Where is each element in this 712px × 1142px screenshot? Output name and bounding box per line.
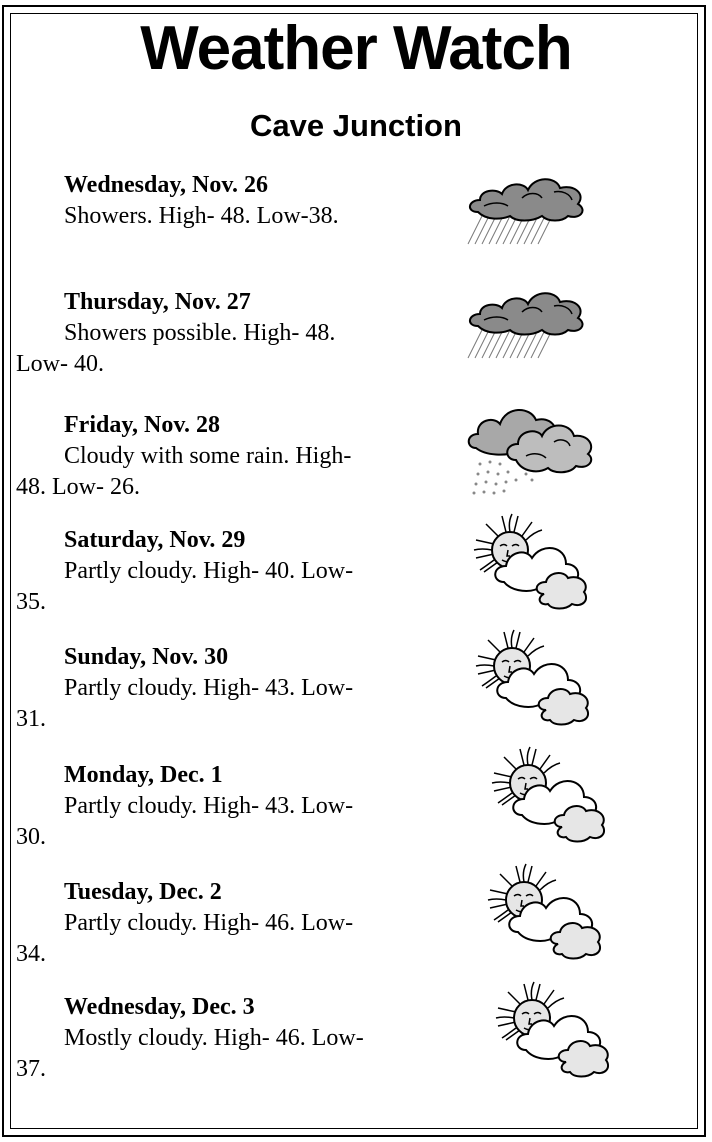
forecast-day: Tuesday, Dec. 2 bbox=[64, 879, 222, 905]
forecast-description: Showers. High- 48. Low-38. bbox=[64, 203, 339, 229]
page-inner-border bbox=[10, 13, 698, 1129]
showers-icon bbox=[462, 282, 592, 362]
forecast-entry: Tuesday, Dec. 2 Partly cloudy. High- 46.… bbox=[16, 877, 416, 970]
forecast-description: Partly cloudy. High- 43. Low- 31. bbox=[16, 675, 354, 732]
forecast-day: Wednesday, Dec. 3 bbox=[64, 994, 255, 1020]
forecast-entry: Thursday, Nov. 27 Showers possible. High… bbox=[16, 287, 416, 380]
forecast-day: Monday, Dec. 1 bbox=[64, 762, 223, 788]
forecast-description: Partly cloudy. High- 43. Low- 30. bbox=[16, 793, 354, 850]
forecast-day: Friday, Nov. 28 bbox=[64, 412, 221, 438]
forecast-description: Cloudy with some rain. High- 48. Low- 26… bbox=[16, 443, 352, 500]
partly-cloudy-icon bbox=[490, 745, 614, 845]
forecast-description: Mostly cloudy. High- 46. Low- 37. bbox=[16, 1025, 364, 1082]
forecast-entry: Saturday, Nov. 29 Partly cloudy. High- 4… bbox=[16, 525, 416, 618]
partly-cloudy-icon bbox=[472, 512, 596, 612]
forecast-entry: Wednesday, Nov. 26 Showers. High- 48. Lo… bbox=[16, 170, 416, 232]
forecast-day: Sunday, Nov. 30 bbox=[64, 644, 229, 670]
page-title: Weather Watch bbox=[140, 14, 572, 83]
forecast-description: Partly cloudy. High- 46. Low- 34. bbox=[16, 910, 354, 967]
partly-cloudy-icon bbox=[486, 862, 610, 962]
forecast-day: Thursday, Nov. 27 bbox=[64, 289, 251, 315]
cloudy-rain-icon bbox=[466, 398, 598, 498]
forecast-day: Wednesday, Nov. 26 bbox=[64, 172, 269, 198]
forecast-day: Saturday, Nov. 29 bbox=[64, 527, 246, 553]
forecast-entry: Sunday, Nov. 30 Partly cloudy. High- 43.… bbox=[16, 642, 416, 735]
page-border bbox=[2, 5, 706, 1137]
forecast-entry: Friday, Nov. 28 Cloudy with some rain. H… bbox=[16, 410, 416, 503]
forecast-description: Showers possible. High- 48. Low- 40. bbox=[16, 320, 336, 377]
forecast-description: Partly cloudy. High- 40. Low- 35. bbox=[16, 558, 354, 615]
forecast-entry: Monday, Dec. 1 Partly cloudy. High- 43. … bbox=[16, 760, 416, 853]
partly-cloudy-icon bbox=[474, 628, 598, 728]
showers-icon bbox=[462, 168, 592, 248]
partly-cloudy-icon bbox=[494, 980, 618, 1080]
forecast-entry: Wednesday, Dec. 3 Mostly cloudy. High- 4… bbox=[16, 992, 416, 1085]
location-title: Cave Junction bbox=[250, 108, 462, 143]
